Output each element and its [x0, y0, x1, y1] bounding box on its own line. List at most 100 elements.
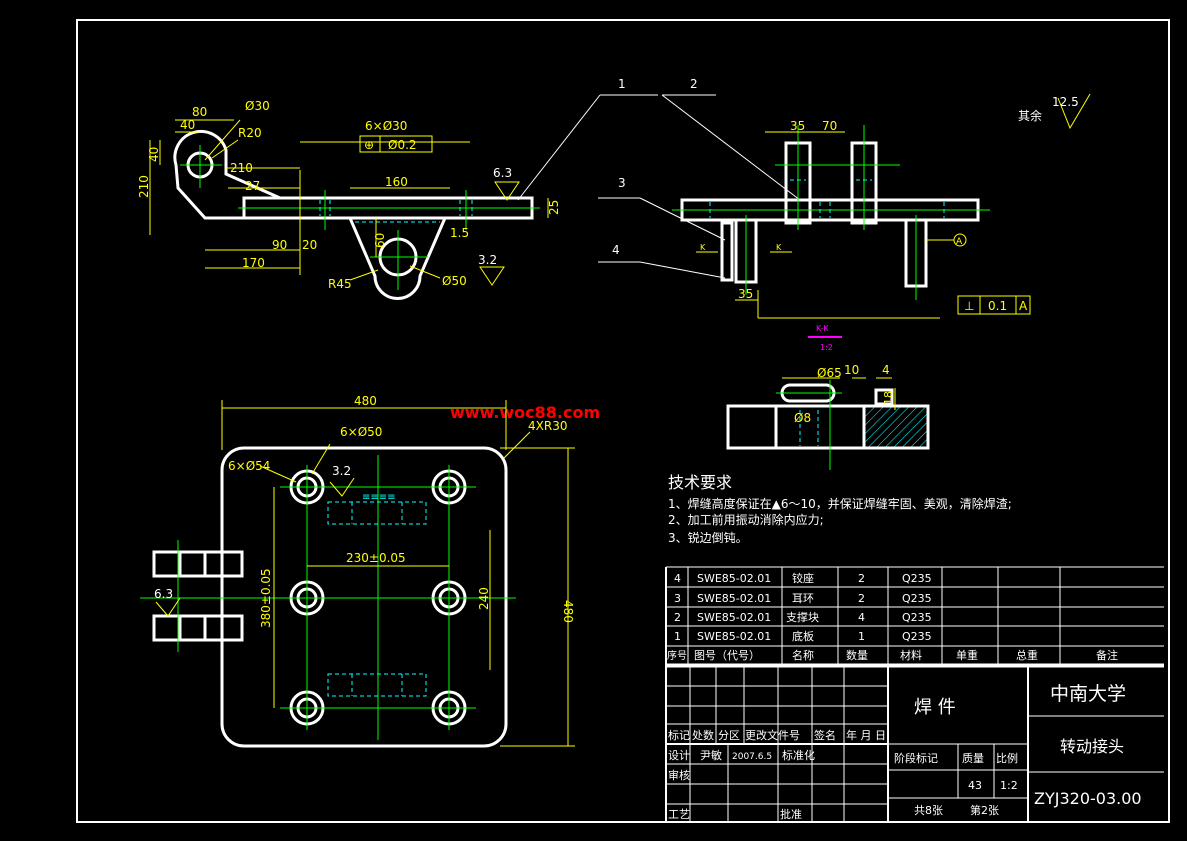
dim-d50: Ø50 — [442, 274, 467, 288]
tol-datum: A — [1019, 299, 1028, 313]
tol-symbol: ⊥ — [964, 299, 974, 313]
dim-6xd54: 6×Ø54 — [228, 459, 270, 473]
tb-drawing-no: ZYJ320-03.00 — [1034, 789, 1142, 808]
balloon-1: 1 — [618, 77, 626, 91]
hole-callout: 6×Ø30 — [365, 119, 407, 133]
bom-h-mat: 材料 — [900, 648, 922, 662]
dim-80: 80 — [192, 105, 207, 119]
section-mark-right: K — [776, 243, 782, 252]
bom-r1-no: 4 — [674, 572, 681, 585]
section-view: K-K 1:2 Ø65 10 — [726, 324, 930, 470]
bom-r3-mat: Q235 — [902, 611, 932, 624]
watermark: www.woc88.com — [450, 403, 600, 422]
tol-value: 0.1 — [988, 299, 1007, 313]
dim-r45: R45 — [328, 277, 352, 291]
tb-process: 工艺 — [668, 808, 690, 821]
roughness-default-value: 12.5 — [1052, 95, 1079, 109]
dim-480-height: 480 — [561, 600, 575, 623]
dim-210w: 210 — [230, 161, 253, 175]
weld-mark: ≡≡≡≡ — [362, 492, 396, 503]
roughness-default-label: 其余 — [1018, 108, 1042, 123]
dim-6xd50: 6×Ø50 — [340, 425, 382, 439]
datum-a-bubble: A — [956, 237, 963, 247]
bom-h-note: 备注 — [1096, 648, 1118, 662]
section-scale: 1:2 — [820, 343, 833, 352]
dim-230: 230±0.05 — [346, 551, 406, 565]
dim-10: 10 — [844, 363, 859, 377]
rev-h-count: 处数 — [692, 729, 714, 742]
dim-20: 20 — [302, 238, 317, 252]
rev-h-date: 年 月 日 — [846, 728, 886, 742]
dim-4xr30: 4XR30 — [528, 419, 567, 433]
bom-r2-no: 3 — [674, 592, 681, 605]
tb-scale-label: 比例 — [996, 751, 1018, 765]
tb-review: 审核 — [668, 768, 690, 782]
bom-r2-qty: 2 — [858, 592, 865, 605]
bom-r1-name: 铰座 — [792, 571, 814, 585]
bom-r3-qty: 4 — [858, 611, 865, 624]
rev-h-zone: 分区 — [718, 729, 740, 742]
tb-drawing-name: 转动接头 — [1060, 737, 1124, 756]
bom-r1-code: SWE85-02.01 — [697, 572, 771, 585]
dim-170: 170 — [242, 256, 265, 270]
front-view: 35 70 35 A K K ⊥ 0.1 A 其余 12.5 — [672, 93, 1091, 319]
dim-25: 25 — [547, 200, 561, 215]
tb-part-type: 焊 件 — [914, 697, 956, 718]
bom-r4-mat: Q235 — [902, 630, 932, 643]
bom-r4-code: SWE85-02.01 — [697, 630, 771, 643]
dim-18: 18 — [882, 391, 895, 405]
position-symbol: ⊕ — [364, 138, 374, 152]
tb-sheets: 共8张 — [914, 804, 943, 817]
balloon-2: 2 — [690, 77, 698, 91]
dim-1-5: 1.5 — [450, 226, 469, 240]
top-view: Ø30 R20 80 40 40 210 210 27 160 25 90 20… — [137, 99, 561, 300]
dim-380: 380±0.05 — [259, 568, 273, 628]
bom-r4-name: 底板 — [792, 629, 814, 643]
bom-r4-qty: 1 — [858, 630, 865, 643]
bom-h-no: 序号 — [667, 649, 687, 662]
roughness-3-2: 3.2 — [478, 253, 497, 267]
bom-r2-code: SWE85-02.01 — [697, 592, 771, 605]
tb-sheet: 第2张 — [970, 803, 999, 817]
dim-27: 27 — [245, 179, 260, 193]
bom-h-name: 名称 — [792, 648, 814, 662]
tech-item-2: 2、加工前用振动消除内应力; — [668, 512, 824, 527]
dim-35-top: 35 — [790, 119, 805, 133]
dim-40w: 40 — [180, 118, 195, 132]
bom-r3-name: 支撑块 — [786, 610, 819, 624]
balloon-4: 4 — [612, 243, 620, 257]
sheet-border — [76, 19, 1170, 823]
bom-table: 4 SWE85-02.01 铰座 2 Q235 3 SWE85-02.01 耳环… — [665, 566, 1164, 822]
roughness-plan-6-3: 6.3 — [154, 587, 173, 601]
section-mark-left: K — [700, 243, 706, 252]
dim-d30: Ø30 — [245, 99, 270, 113]
tb-designer: 尹敏 — [700, 748, 722, 762]
rev-h-mark: 标记 — [668, 728, 690, 742]
dim-d8: Ø8 — [794, 411, 811, 425]
bom-h-qty: 数量 — [846, 649, 868, 662]
tb-scale-value: 1:2 — [1000, 779, 1018, 792]
dim-160: 160 — [385, 175, 408, 189]
dim-40h: 40 — [147, 147, 161, 162]
dim-35-bottom: 35 — [738, 287, 753, 301]
tech-item-1: 1、焊缝高度保证在▲6～10，并保证焊缝牢固、美观，清除焊渣; — [668, 496, 1012, 511]
bom-r1-mat: Q235 — [902, 572, 932, 585]
bom-r1-qty: 2 — [858, 572, 865, 585]
bom-h-totalw: 总重 — [1016, 648, 1038, 662]
tb-mass-value: 43 — [968, 779, 982, 792]
dim-70: 70 — [822, 119, 837, 133]
roughness-6-3: 6.3 — [493, 166, 512, 180]
rev-h-sign: 签名 — [814, 728, 836, 742]
dim-r20: R20 — [238, 126, 262, 140]
bom-r4-no: 1 — [674, 630, 681, 643]
tb-approve: 批准 — [780, 807, 802, 821]
bom-r3-no: 2 — [674, 611, 681, 624]
tech-item-3: 3、锐边倒钝。 — [668, 531, 748, 545]
dim-480-width: 480 — [354, 394, 377, 408]
dim-d65: Ø65 — [817, 366, 842, 380]
dim-240: 240 — [477, 587, 491, 610]
bom-h-code: 图号（代号） — [694, 649, 760, 662]
balloon-leaders — [517, 94, 801, 279]
dim-4: 4 — [882, 363, 890, 377]
